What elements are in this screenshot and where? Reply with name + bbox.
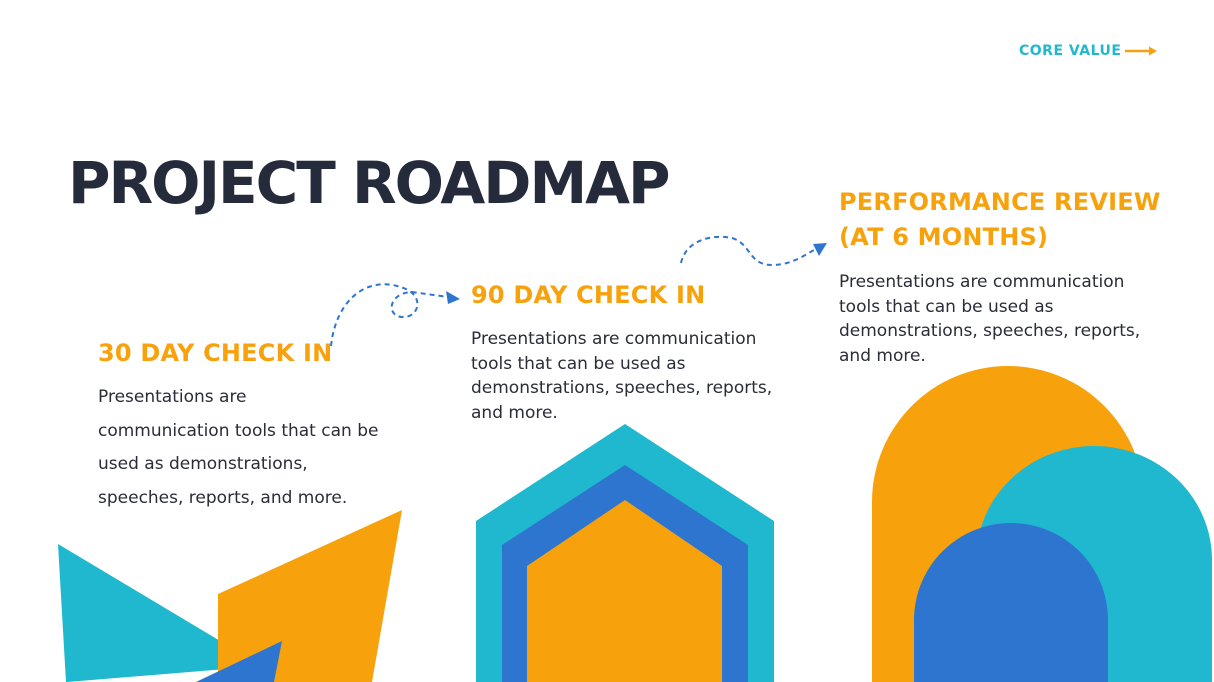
connector-arrowhead-2 — [813, 243, 827, 256]
arrow-right-icon — [1125, 46, 1158, 56]
dashed-connector-90-to-review — [680, 235, 817, 267]
left-blue-shard — [196, 641, 282, 682]
milestone-body-performance-review: Presentations are communication tools th… — [839, 272, 1141, 366]
milestone-body-90-day: Presentations are communication tools th… — [471, 329, 773, 423]
middle-orange-pentagon — [527, 500, 722, 682]
milestone-body-30-day: Presentations are communication tools th… — [98, 387, 379, 508]
milestone-title-90-day: 90 DAY CHECK IN — [471, 281, 706, 309]
right-blue-arch — [914, 523, 1108, 682]
core-value-link[interactable]: CORE VALUE — [1019, 42, 1158, 60]
milestone-title-performance-review: PERFORMANCE REVIEW (AT 6 MONTHS) — [839, 188, 1161, 251]
core-value-label: CORE VALUE — [1019, 43, 1122, 59]
dashed-connector-30-to-90 — [330, 283, 449, 347]
page-title: PROJECT ROADMAP — [68, 149, 671, 217]
left-orange-shard — [218, 510, 402, 682]
connector-arrowhead-1 — [446, 291, 460, 304]
milestone-title-30-day: 30 DAY CHECK IN — [98, 339, 333, 367]
left-cyan-triangle — [58, 544, 262, 682]
